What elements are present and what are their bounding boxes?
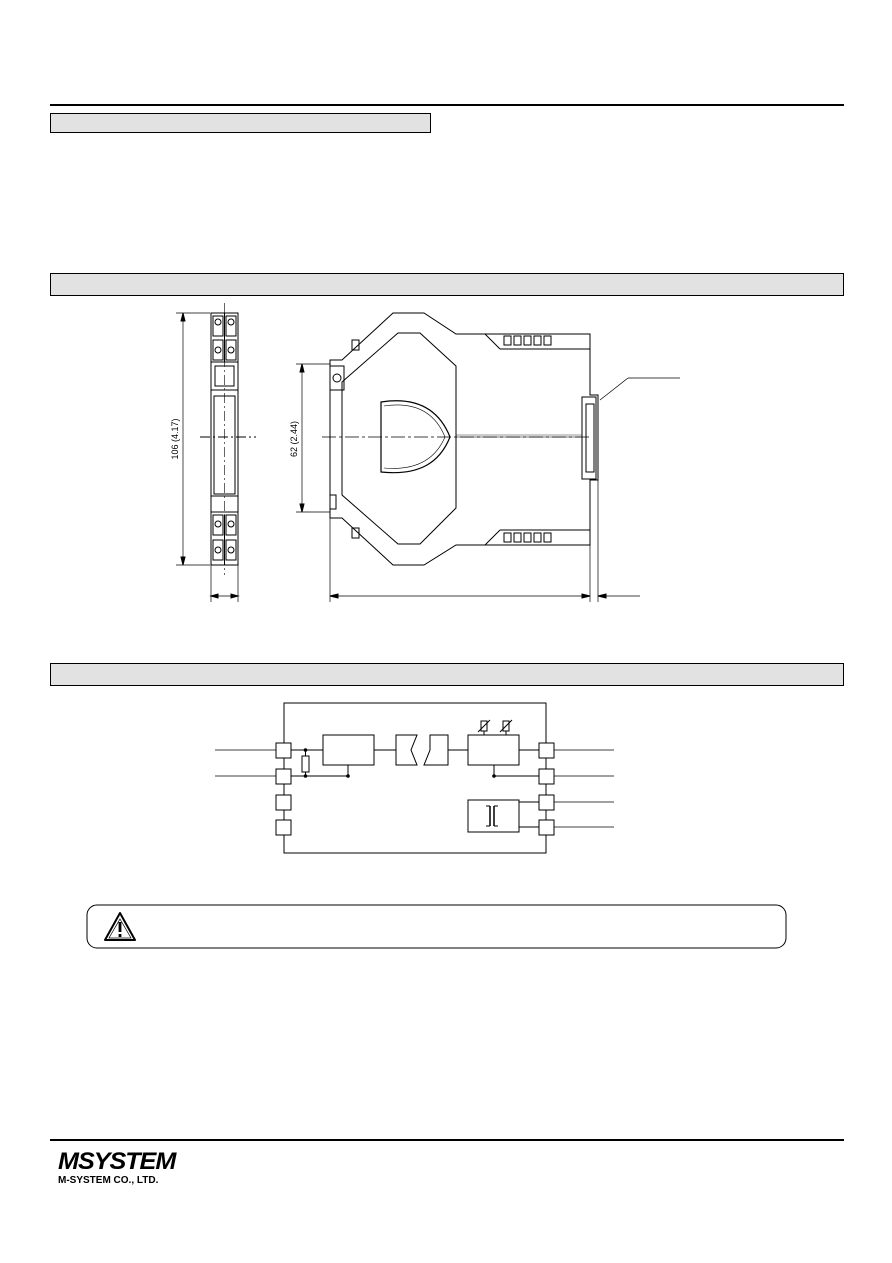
side-view xyxy=(296,312,680,602)
bottom-rule xyxy=(50,1139,844,1141)
top-rule xyxy=(50,104,844,106)
terminal-left-3 xyxy=(275,794,292,811)
section-header-1 xyxy=(50,113,431,133)
section-header-schematic xyxy=(50,663,844,686)
height-dimension-label: 106 (4.17) xyxy=(170,418,180,459)
section-header-dimensions xyxy=(50,273,844,296)
logo-wordmark: MSYSTEM xyxy=(58,1148,176,1175)
front-view xyxy=(176,303,256,602)
warning-triangle-icon xyxy=(104,912,136,941)
terminal-left-4 xyxy=(275,819,292,836)
company-logo: MSYSTEM M-SYSTEM CO., LTD. xyxy=(58,1150,176,1187)
mount-dimension-label: 62 (2.44) xyxy=(289,421,299,457)
company-name: M-SYSTEM CO., LTD. xyxy=(58,1175,159,1186)
